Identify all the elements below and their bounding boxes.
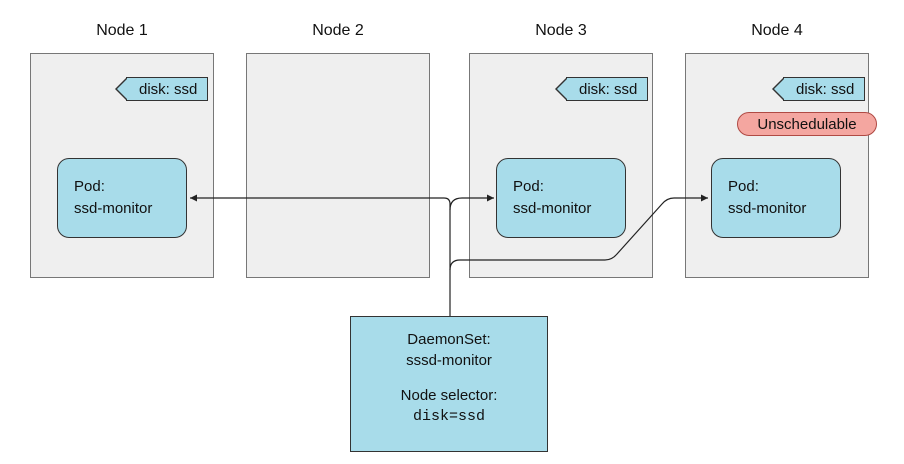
node-4-pod-kind: Pod: [728,178,759,195]
node-3-title: Node 3 [535,22,587,39]
node-1-pod-kind: Pod: [74,178,105,195]
connector-to-node-3-pod [449,194,494,211]
node-3-pod-name: ssd-monitor [513,200,592,217]
daemonset-selector-value: disk=ssd [412,408,485,425]
node-1-pod-name: ssd-monitor [74,200,153,217]
daemonset-selector-label: Node selector: [400,387,498,404]
node-2-box [246,53,430,278]
node-3-label-tag: disk: ssd [554,77,649,101]
node-4-pod-name: ssd-monitor [728,200,807,217]
daemonset-spacer [351,371,547,385]
node-1-title: Node 1 [96,22,148,39]
connector-to-node-4-pod [449,194,708,271]
daemonset-name: sssd-monitor [406,352,492,369]
daemonset-box: DaemonSet: sssd-monitor Node selector: d… [350,316,548,452]
node-4-label-tag: disk: ssd [771,77,866,101]
node-1-pod: Pod: ssd-monitor [57,158,187,238]
node-3-pod: Pod: ssd-monitor [496,158,626,238]
node-2-title: Node 2 [312,22,364,39]
node-4-title: Node 4 [751,22,803,39]
connector-to-node-1-pod [190,194,451,270]
daemonset-kind: DaemonSet: [407,331,491,348]
node-3-pod-kind: Pod: [513,178,544,195]
node-1-label-tag: disk: ssd [114,77,209,101]
node-4-pod: Pod: ssd-monitor [711,158,841,238]
unschedulable-badge: Unschedulable [737,112,877,136]
